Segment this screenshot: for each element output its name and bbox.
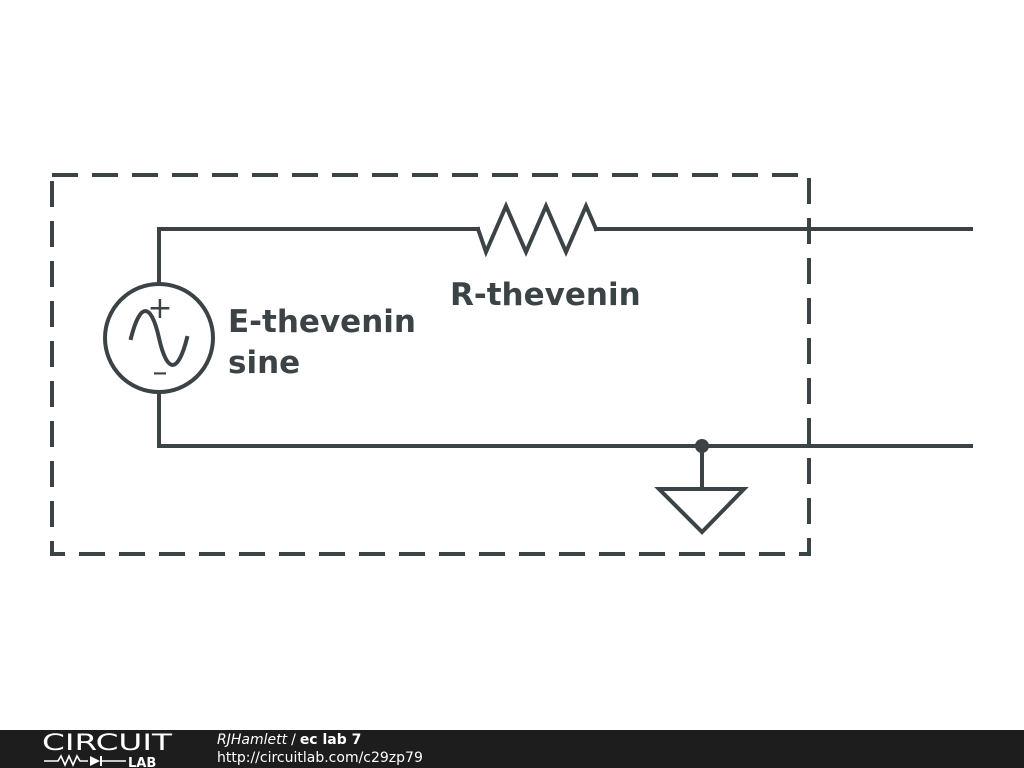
circuit-url-link[interactable]: http://circuitlab.com/c29zp79 bbox=[217, 750, 423, 766]
footer-byline: RJHamlett/ec lab 7 bbox=[217, 731, 423, 749]
logo-top-text: CIRCUIT bbox=[42, 731, 173, 756]
ground-symbol bbox=[654, 487, 749, 535]
circuit-schematic: + – R-thevenin E-thevenin sine bbox=[50, 173, 973, 556]
logo-resistor-icon bbox=[44, 754, 88, 767]
logo-bottom-text: LAB bbox=[128, 756, 156, 768]
circuit-title-link[interactable]: ec lab 7 bbox=[299, 732, 362, 748]
bottom-wire bbox=[157, 391, 973, 448]
logo-diode-icon bbox=[90, 756, 100, 766]
thevenin-boundary-box bbox=[50, 173, 811, 556]
footer-bar: CIRCUIT LAB RJHamlett/ec lab 7 http://ci… bbox=[0, 730, 1024, 768]
author-link[interactable]: RJHamlett bbox=[217, 732, 288, 748]
resistor-symbol bbox=[475, 200, 599, 258]
sine-wave-icon bbox=[128, 309, 190, 367]
circuitlab-logo[interactable]: CIRCUIT LAB bbox=[40, 730, 180, 768]
sine-voltage-source: + – bbox=[103, 282, 215, 394]
resistor-label: R-thevenin bbox=[450, 277, 641, 313]
top-wire-left bbox=[157, 227, 480, 285]
source-label-type: sine bbox=[228, 345, 300, 381]
source-minus-sign: – bbox=[153, 355, 168, 390]
byline-separator: / bbox=[291, 732, 296, 748]
footer-info: RJHamlett/ec lab 7 http://circuitlab.com… bbox=[217, 731, 423, 767]
source-label-name: E-thevenin bbox=[228, 304, 416, 340]
source-plus-sign: + bbox=[147, 291, 172, 326]
